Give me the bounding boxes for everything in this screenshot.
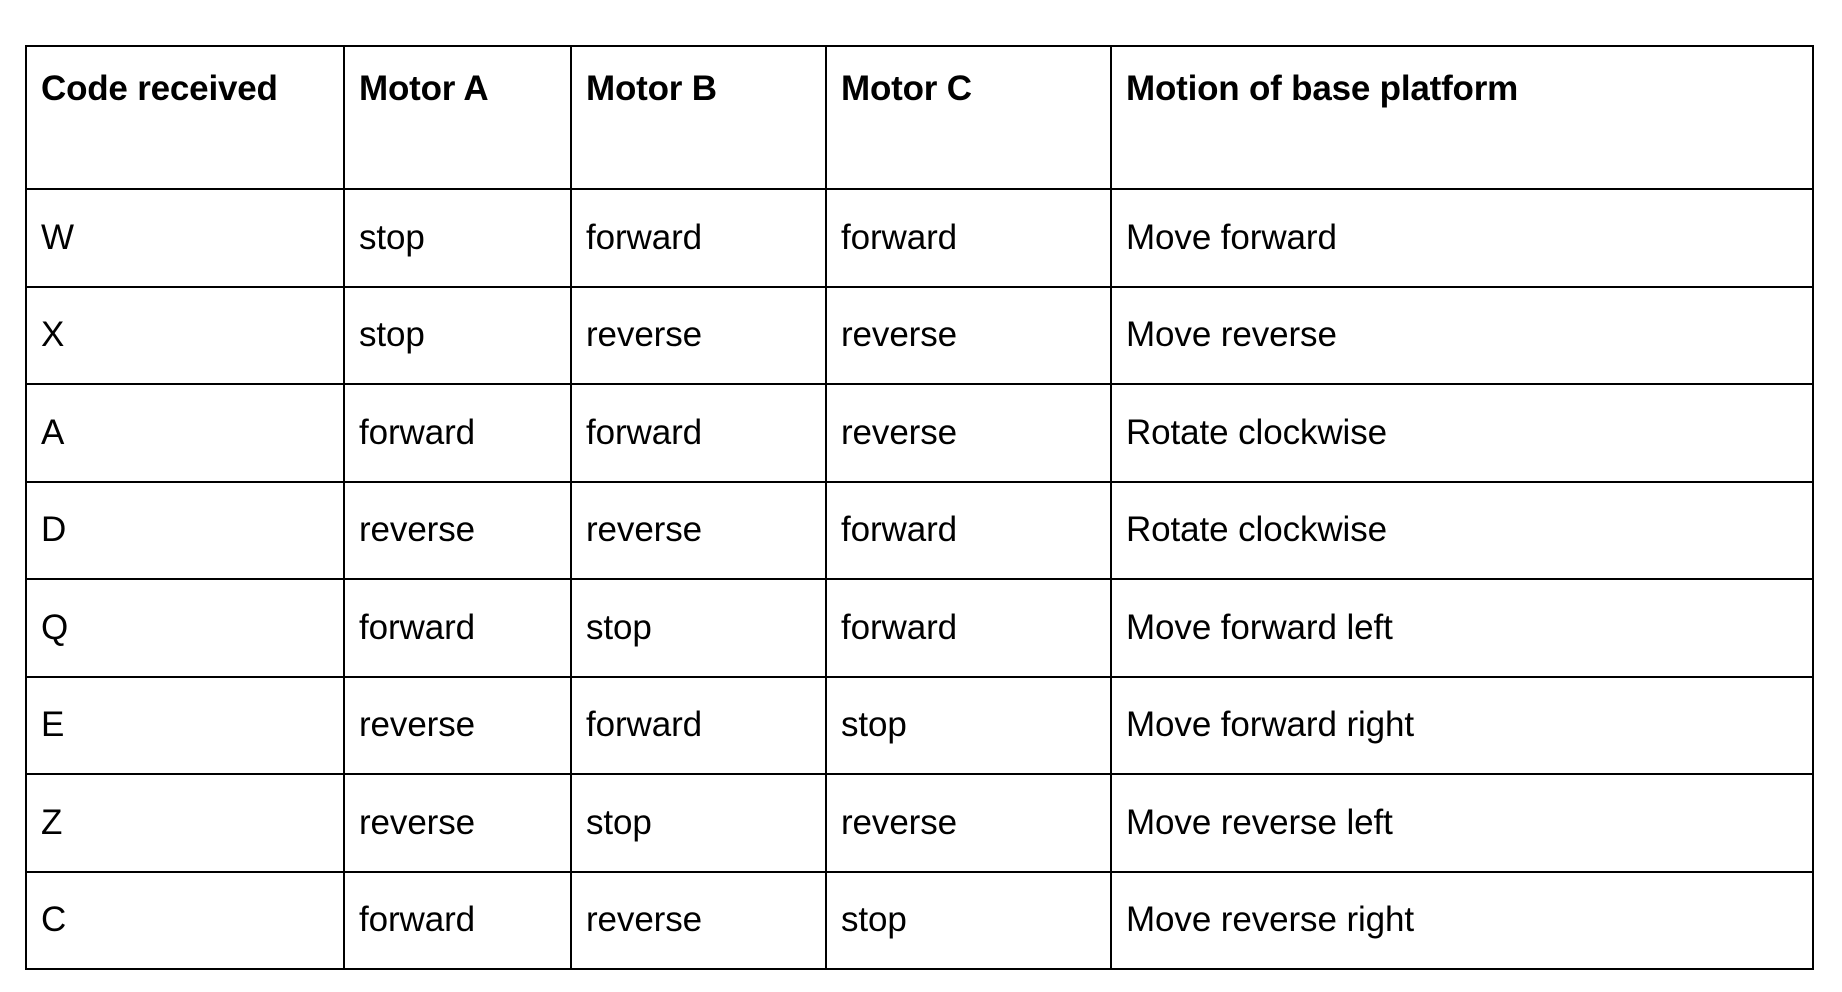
code-table-container: Code received Motor A Motor B Motor C Mo… — [25, 45, 1814, 970]
cell-motion: Move forward — [1110, 188, 1814, 288]
cell-motor-a: stop — [343, 188, 572, 288]
table-row: A forward forward reverse Rotate clockwi… — [25, 383, 1814, 483]
cell-code-received: Z — [25, 773, 345, 873]
cell-motor-c: stop — [825, 870, 1112, 970]
cell-motor-a: forward — [343, 383, 572, 483]
cell-code-received: D — [25, 480, 345, 580]
cell-motor-b: stop — [570, 773, 827, 873]
cell-motor-c: forward — [825, 578, 1112, 678]
cell-motor-a: forward — [343, 870, 572, 970]
column-header-motor-a: Motor A — [343, 45, 572, 190]
cell-motor-b: reverse — [570, 480, 827, 580]
cell-code-received: W — [25, 188, 345, 288]
cell-motor-c: stop — [825, 675, 1112, 775]
cell-motion: Move reverse left — [1110, 773, 1814, 873]
motor-code-table: Code received Motor A Motor B Motor C Mo… — [25, 45, 1814, 970]
table-row: D reverse reverse forward Rotate clockwi… — [25, 480, 1814, 580]
table-row: Z reverse stop reverse Move reverse left — [25, 773, 1814, 873]
cell-motor-a: forward — [343, 578, 572, 678]
cell-motor-b: reverse — [570, 285, 827, 385]
column-header-code-received: Code received — [25, 45, 345, 190]
cell-motor-c: reverse — [825, 773, 1112, 873]
table-body: W stop forward forward Move forward X st… — [25, 188, 1814, 970]
cell-motion: Move forward left — [1110, 578, 1814, 678]
cell-motor-c: forward — [825, 480, 1112, 580]
cell-motor-c: reverse — [825, 285, 1112, 385]
table-row: W stop forward forward Move forward — [25, 188, 1814, 288]
cell-motor-a: reverse — [343, 773, 572, 873]
cell-motion: Move forward right — [1110, 675, 1814, 775]
column-header-motor-b: Motor B — [570, 45, 827, 190]
table-row: Q forward stop forward Move forward left — [25, 578, 1814, 678]
cell-motion: Rotate clockwise — [1110, 383, 1814, 483]
cell-motor-a: reverse — [343, 480, 572, 580]
cell-motion: Move reverse right — [1110, 870, 1814, 970]
cell-motor-b: forward — [570, 675, 827, 775]
table-row: C forward reverse stop Move reverse righ… — [25, 870, 1814, 970]
cell-code-received: X — [25, 285, 345, 385]
cell-motor-b: forward — [570, 188, 827, 288]
cell-motion: Rotate clockwise — [1110, 480, 1814, 580]
cell-motor-c: reverse — [825, 383, 1112, 483]
cell-code-received: Q — [25, 578, 345, 678]
column-header-motor-c: Motor C — [825, 45, 1112, 190]
table-row: X stop reverse reverse Move reverse — [25, 285, 1814, 385]
cell-motion: Move reverse — [1110, 285, 1814, 385]
cell-code-received: C — [25, 870, 345, 970]
cell-motor-a: stop — [343, 285, 572, 385]
cell-motor-c: forward — [825, 188, 1112, 288]
table-row: E reverse forward stop Move forward righ… — [25, 675, 1814, 775]
cell-motor-b: forward — [570, 383, 827, 483]
cell-motor-b: stop — [570, 578, 827, 678]
table-header-row: Code received Motor A Motor B Motor C Mo… — [25, 45, 1814, 190]
table-header: Code received Motor A Motor B Motor C Mo… — [25, 45, 1814, 190]
cell-code-received: E — [25, 675, 345, 775]
cell-code-received: A — [25, 383, 345, 483]
cell-motor-a: reverse — [343, 675, 572, 775]
cell-motor-b: reverse — [570, 870, 827, 970]
column-header-motion-of-base-platform: Motion of base platform — [1110, 45, 1814, 190]
